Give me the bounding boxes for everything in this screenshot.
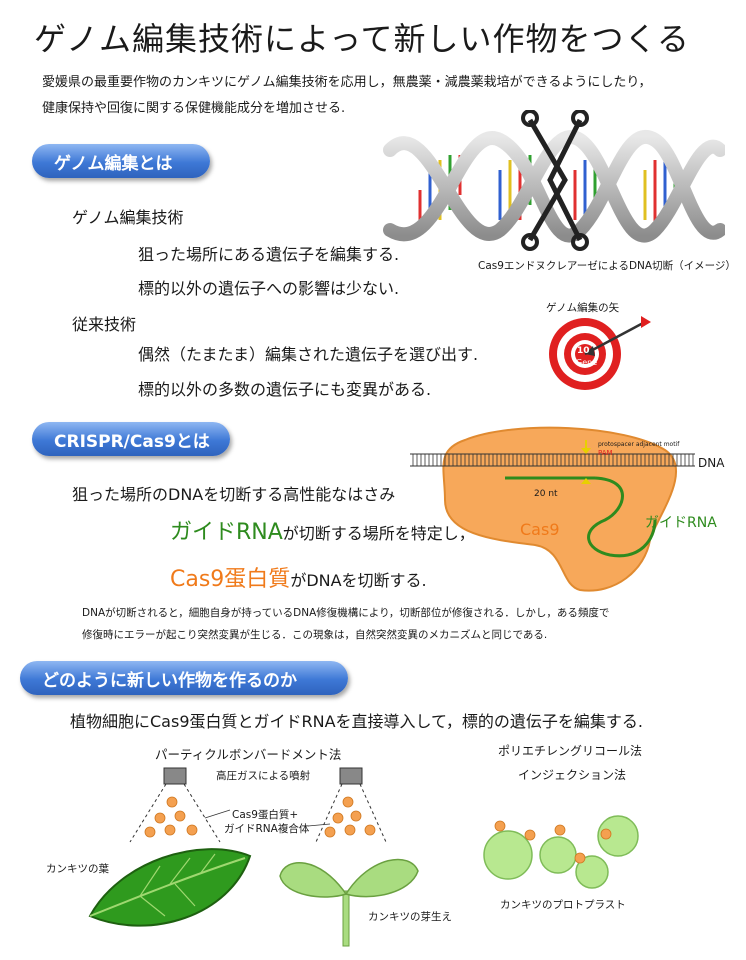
section-heading-crispr: CRISPR/Cas9とは (32, 422, 230, 456)
cas9-rest: がDNAを切断する. (290, 571, 427, 590)
particle-bombardment-label: パーティクルボンバードメント法 (155, 747, 342, 762)
section-heading-new-crops: どのように新しい作物を作るのか (20, 661, 348, 695)
nt-label: 20 nt (534, 489, 558, 499)
complex-label-line-1: Cas9蛋白質+ (232, 809, 299, 821)
guide-rna-emphasis: ガイドRNA (170, 520, 283, 545)
intro-text: 愛媛県の最重要作物のカンキツにゲノム編集技術を応用し，無農薬・減農薬栽培ができる… (42, 70, 732, 122)
protoplast-illustration (483, 815, 639, 889)
genome-point-1: 狙った場所にある遺伝子を編集する. (138, 245, 400, 264)
high-pressure-gas-label: 高圧ガスによる噴射 (216, 770, 311, 782)
intro-line-1: 愛媛県の最重要作物のカンキツにゲノム編集技術を応用し，無農薬・減農薬栽培ができる… (42, 75, 652, 90)
nozzle-right-icon (339, 767, 363, 785)
injection-method-label: インジェクション法 (518, 768, 627, 782)
repair-note-line-2: 修復時にエラーが起こり突然変異が生じる．この現象は，自然突然変異のメカニズムと同… (82, 629, 548, 641)
cas9-emphasis: Cas9蛋白質 (170, 567, 291, 592)
conventional-point-1: 偶然（たまたま）編集された遺伝子を選び出す. (138, 345, 479, 364)
cas9-diagram-label: Cas9 (520, 520, 560, 539)
method-description: 植物細胞にCas9蛋白質とガイドRNAを直接導入して，標的の遺伝子を編集する. (70, 712, 644, 731)
scissors-icon (521, 110, 589, 251)
dna-helix-illustration (383, 110, 725, 251)
target-number: 10 (577, 346, 590, 356)
target-arrow-icon (549, 316, 651, 390)
conventional-tech-label: 従来技術 (72, 315, 137, 334)
guide-rna-rest: が切断する場所を特定し， (282, 524, 475, 543)
conventional-point-2: 標的以外の多数の遺伝子にも変異がある. (138, 380, 432, 399)
pam-label: PAM (598, 449, 613, 457)
genome-point-2: 標的以外の遺伝子への影響は少ない. (138, 279, 400, 298)
leaf-label: カンキツの葉 (46, 863, 109, 875)
dna-label: DNA (698, 456, 725, 470)
guide-rna-diagram-label: ガイドRNA (645, 515, 717, 531)
genome-arrow-caption: ゲノム編集の矢 (546, 302, 620, 314)
sprout-label: カンキツの芽生え (368, 911, 452, 923)
citrus-leaf-icon (88, 848, 252, 927)
dna-cut-caption: Cas9エンドヌクレアーゼによるDNA切断（イメージ） (478, 260, 736, 272)
cas9-line: Cas9蛋白質がDNAを切断する. (170, 561, 427, 593)
nozzle-left-icon (163, 767, 187, 785)
crispr-description: 狙った場所のDNAを切断する高性能なはさみ (72, 485, 396, 504)
pam-full-label: protospacer adjacent motif (598, 441, 680, 448)
target-gene-label: Gene (576, 358, 598, 367)
genome-tech-label: ゲノム編集技術 (72, 208, 184, 227)
guide-rna-line: ガイドRNAが切断する場所を特定し， (170, 514, 475, 546)
page-title: ゲノム編集技術によって新しい作物をつくる (34, 20, 690, 58)
protoplast-label: カンキツのプロトプラスト (500, 899, 626, 911)
intro-line-2: 健康保持や回復に関する保健機能成分を増加させる. (42, 101, 346, 116)
complex-label-line-2: ガイドRNA複合体 (224, 823, 310, 835)
section-heading-genome-editing: ゲノム編集とは (32, 144, 210, 178)
crispr-cas9-diagram (410, 426, 695, 592)
repair-note-line-1: DNAが切断されると，細胞自身が持っているDNA修復機構により，切断部位が修復さ… (82, 607, 610, 619)
citrus-sprout-icon (279, 858, 419, 947)
particle-bombardment-illustration (88, 767, 419, 947)
peg-method-label: ポリエチレングリコール法 (498, 744, 643, 758)
